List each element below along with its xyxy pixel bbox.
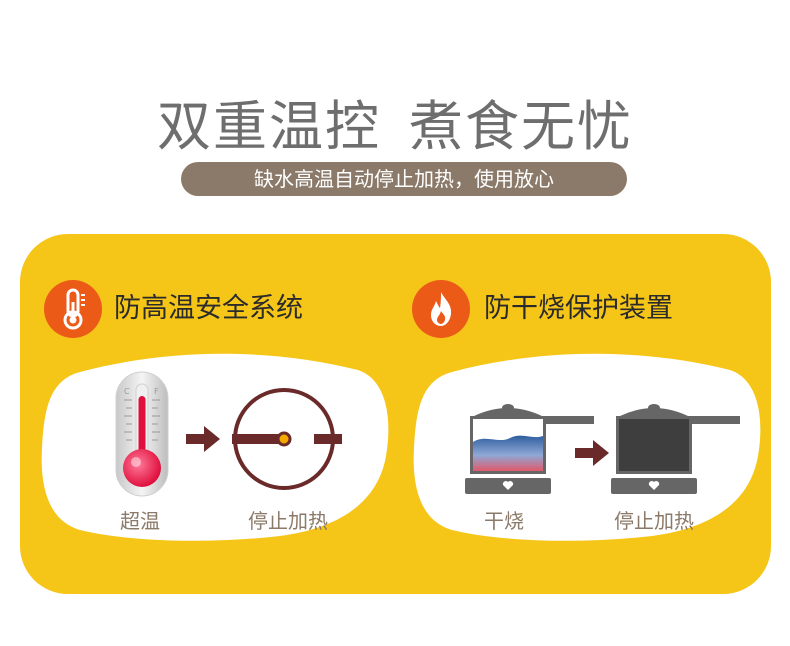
thermometer-f-label: F <box>154 387 159 396</box>
thermometer-illustration: C F <box>115 371 169 497</box>
thermometer-icon <box>44 280 102 338</box>
caption-stop-heating-1: 停止加热 <box>248 509 328 533</box>
headline: 双重温控煮食无忧 <box>0 82 790 161</box>
caption-overheat: 超温 <box>120 509 160 533</box>
caption-stop-heating-2: 停止加热 <box>614 509 694 533</box>
pot-with-water-icon <box>465 404 594 494</box>
feature-title-overheat: 防高温安全系统 <box>114 293 303 324</box>
arrow-right-icon <box>575 440 609 466</box>
thermostat-switch-icon <box>232 388 342 490</box>
subtitle-pill: 缺水高温自动停止加热，使用放心 <box>181 162 627 196</box>
feature-title-dry-burn: 防干烧保护装置 <box>484 293 673 324</box>
thermometer-c-label: C <box>124 387 130 396</box>
flame-icon <box>412 280 470 338</box>
headline-part-2: 煮食无忧 <box>409 95 633 158</box>
pot-stopped-icon <box>611 404 740 494</box>
headline-part-1: 双重温控 <box>157 95 381 158</box>
arrow-right-icon <box>186 426 220 452</box>
feature-card-dry-burn <box>413 353 761 541</box>
caption-dry-burn: 干烧 <box>484 509 524 533</box>
